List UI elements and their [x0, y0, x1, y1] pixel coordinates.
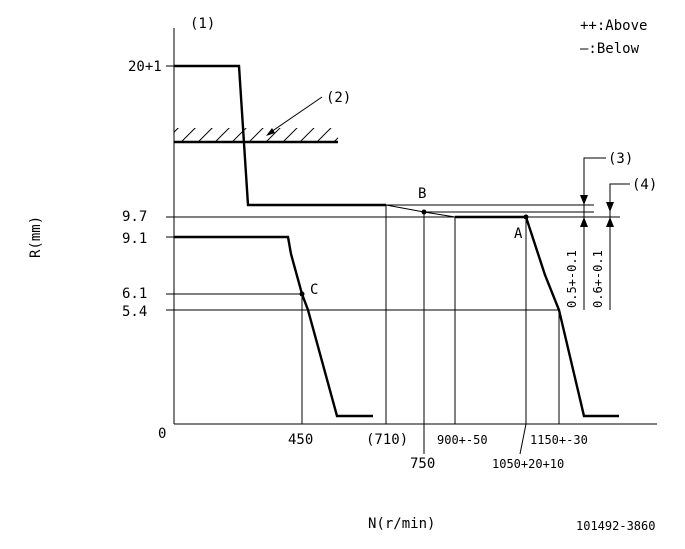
- dim3-arrow-bottom: [580, 217, 588, 227]
- x-tick-1150: 1150+-30: [530, 433, 588, 447]
- y-tick-9-7: 9.7: [122, 209, 147, 225]
- point-a-label: A: [514, 226, 523, 242]
- point-b-label: B: [418, 186, 426, 202]
- y-tick-20: 20+1: [128, 59, 162, 75]
- ref2-arrowhead: [266, 128, 275, 136]
- ref3-label: (3): [608, 151, 633, 167]
- x-tick-450: 450: [288, 432, 313, 448]
- tolerance-3-label: 0.5+-0.1: [565, 250, 579, 308]
- x-tick-1050: 1050+20+10: [492, 457, 564, 471]
- drawing-number: 101492-3860: [576, 519, 655, 533]
- legend-above: ++:Above: [580, 18, 647, 34]
- point-c-marker: [299, 291, 305, 297]
- y-axis-title: R(mm): [28, 216, 44, 258]
- point-c-label: C: [310, 282, 318, 298]
- x-tick-750: 750: [410, 456, 435, 472]
- ref2-label: (2): [326, 90, 351, 106]
- x-tick-710: (710): [366, 432, 408, 448]
- point-b-marker: [421, 209, 427, 215]
- y-tick-9-1: 9.1: [122, 231, 147, 247]
- ref4-label: (4): [632, 177, 657, 193]
- dim4-arrow-top: [606, 202, 614, 212]
- ref4-leader: [609, 183, 630, 195]
- idle-curve: [174, 235, 373, 418]
- y-tick-0: 0: [158, 426, 166, 442]
- y-tick-6-1: 6.1: [122, 286, 147, 302]
- point-a-marker: [523, 214, 529, 220]
- cut-off-curve: [524, 216, 619, 418]
- ref1-label: (1): [190, 16, 215, 32]
- tolerance-4-label: 0.6+-0.1: [591, 250, 605, 308]
- dim4-arrow-bottom: [606, 217, 614, 227]
- full-load-curve: [174, 64, 386, 207]
- ref3-leader: [583, 157, 606, 170]
- dim3-arrow-top: [580, 195, 588, 205]
- transition-curve: [385, 204, 526, 218]
- vline-1050-leader: [519, 423, 527, 455]
- y-tick-5-4: 5.4: [122, 304, 147, 320]
- stop-hatch: [174, 128, 338, 142]
- x-tick-900: 900+-50: [437, 433, 488, 447]
- ref2-leader: [267, 96, 323, 135]
- x-axis-title: N(r/min): [368, 516, 435, 532]
- legend-below: —:Below: [580, 41, 640, 57]
